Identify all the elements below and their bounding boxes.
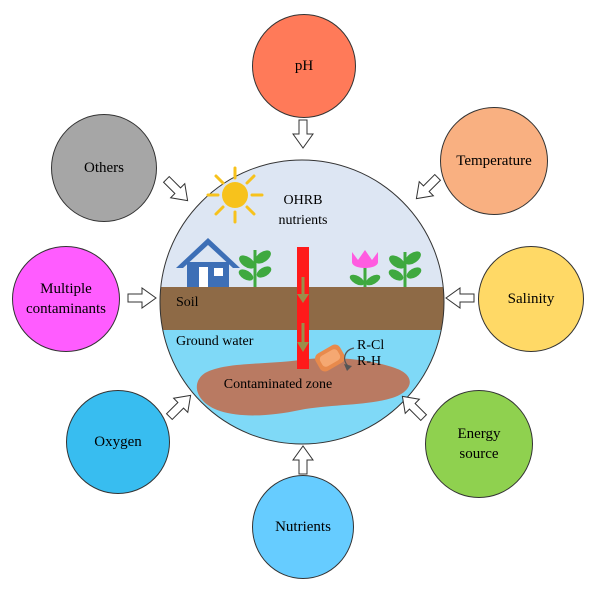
- factor-multiple-contaminants-label: Multiple contaminants: [26, 280, 106, 317]
- plant-icon-left: [238, 250, 272, 287]
- factor-others-label: Others: [84, 159, 124, 176]
- arrow-energy-source-icon: [401, 395, 428, 422]
- bacteria-icon: [315, 344, 345, 372]
- factor-salinity-label: Salinity: [507, 290, 555, 307]
- factor-energy-source: Energy source: [425, 390, 533, 498]
- down-arrow-icon: [297, 323, 309, 352]
- tulip-icon: [349, 250, 381, 287]
- factor-salinity: Salinity: [478, 246, 584, 352]
- conversion-arrowhead-icon: [344, 364, 352, 371]
- contaminated-plume: [196, 357, 410, 416]
- factor-temperature: Temperature: [440, 107, 548, 215]
- ohrb-label: OHRB: [284, 193, 323, 208]
- r-cl-label: R-Cl: [357, 338, 384, 353]
- factor-temperature-label: Temperature: [456, 152, 532, 169]
- factor-nutrients-label: Nutrients: [275, 518, 331, 535]
- arrow-temperature-icon: [415, 173, 442, 200]
- groundwater-label: Ground water: [176, 334, 254, 349]
- arrow-salinity-icon: [445, 287, 475, 309]
- factor-others: Others: [51, 114, 157, 222]
- arrow-nutrients-icon: [292, 445, 314, 475]
- factor-nutrients: Nutrients: [252, 475, 354, 579]
- injection-well: [297, 247, 309, 369]
- factor-oxygen: Oxygen: [66, 390, 170, 494]
- factor-ph-label: pH: [294, 57, 314, 74]
- center-circle-outline: [159, 159, 445, 445]
- sun-icon: [206, 166, 264, 224]
- house-icon: [176, 238, 240, 287]
- factor-energy-source-label: Energy source: [457, 425, 501, 462]
- arrow-others-icon: [162, 175, 189, 202]
- down-arrow-icon: [297, 277, 309, 303]
- factor-ph: pH: [252, 14, 356, 118]
- arrow-oxygen-icon: [165, 394, 192, 421]
- factor-multiple-contaminants: Multiple contaminants: [12, 246, 120, 352]
- conversion-arrow-icon: [344, 347, 355, 367]
- soil-label: Soil: [176, 295, 199, 310]
- arrow-ph-icon: [292, 119, 314, 149]
- arrow-multiple-contaminants-icon: [127, 287, 157, 309]
- plant-icon-right: [388, 251, 422, 287]
- factor-oxygen-label: Oxygen: [94, 433, 142, 450]
- contaminated-zone-label: Contaminated zone: [224, 377, 332, 392]
- r-h-label: R-H: [357, 354, 381, 369]
- ohrb-nutrients-label: nutrients: [279, 213, 328, 228]
